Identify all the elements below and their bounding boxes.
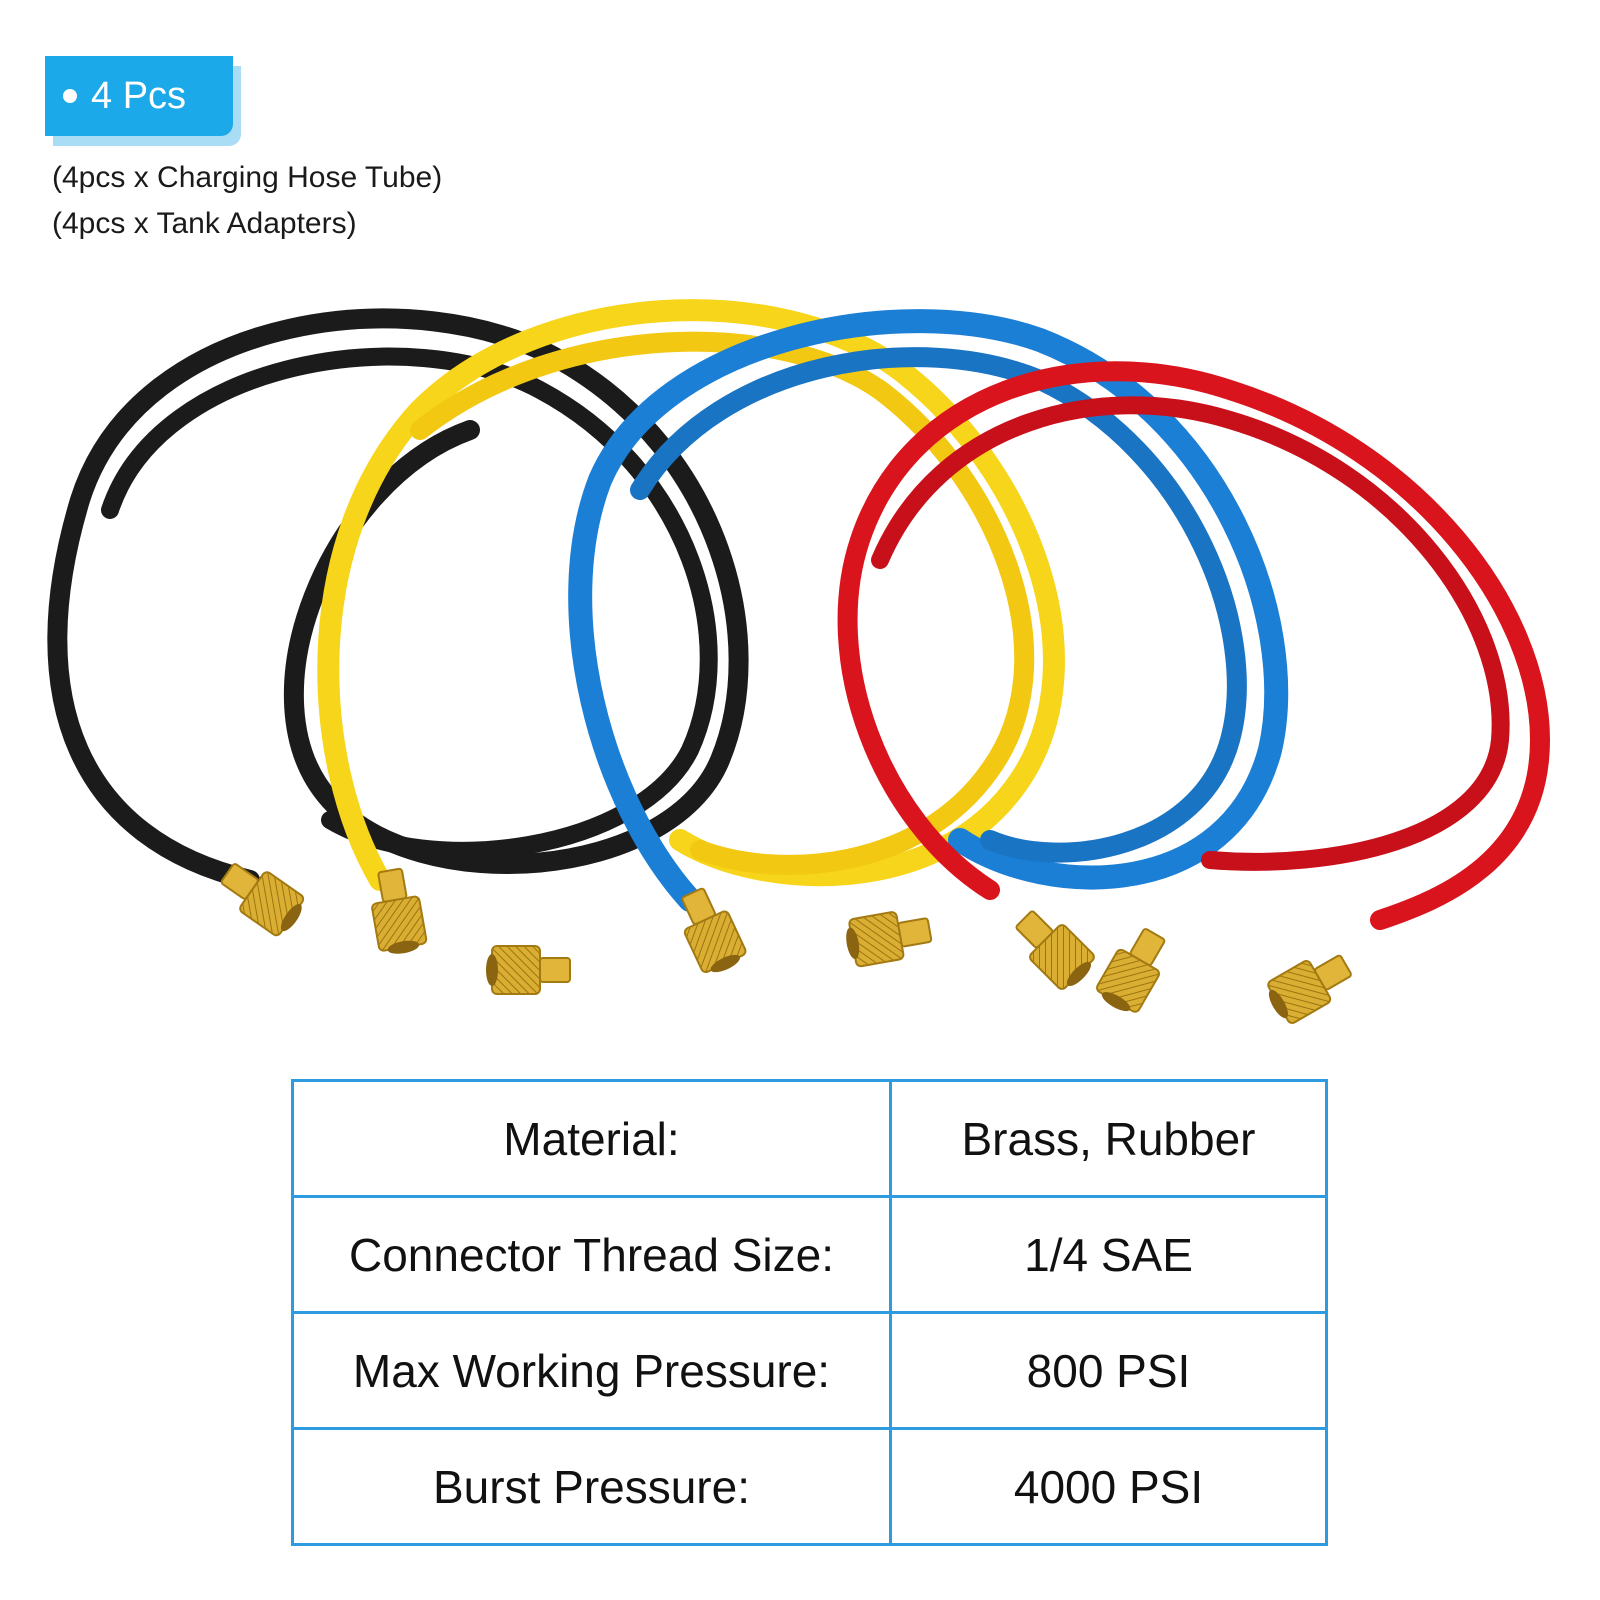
- spec-table: Material: Brass, Rubber Connector Thread…: [291, 1079, 1328, 1546]
- black-hose: [47, 308, 749, 942]
- contents-line-hoses: (4pcs x Charging Hose Tube): [52, 161, 443, 194]
- spec-label-burst-pressure: Burst Pressure:: [291, 1427, 892, 1546]
- table-row: Max Working Pressure: 800 PSI: [291, 1311, 1328, 1430]
- badge-label: 4 Pcs: [91, 74, 187, 117]
- spec-label-thread-size: Connector Thread Size:: [291, 1195, 892, 1314]
- blue-hose: [568, 309, 1289, 981]
- red-hose: [837, 361, 1551, 1029]
- contents-line-adapters: (4pcs x Tank Adapters): [52, 207, 357, 240]
- table-row: Burst Pressure: 4000 PSI: [291, 1427, 1328, 1546]
- spec-value-material: Brass, Rubber: [889, 1079, 1328, 1198]
- spec-label-max-pressure: Max Working Pressure:: [291, 1311, 892, 1430]
- spec-value-max-pressure: 800 PSI: [889, 1311, 1328, 1430]
- hose-set-product-image: [47, 299, 1551, 1029]
- bullet-dot-icon: [63, 89, 77, 103]
- badge-body: 4 Pcs: [45, 56, 233, 136]
- pcs-badge: 4 Pcs: [45, 56, 241, 146]
- table-row: Connector Thread Size: 1/4 SAE: [291, 1195, 1328, 1314]
- spec-label-material: Material:: [291, 1079, 892, 1198]
- spec-value-burst-pressure: 4000 PSI: [889, 1427, 1328, 1546]
- package-contents: (4pcs x Charging Hose Tube) (4pcs x Tank…: [52, 155, 442, 247]
- spec-value-thread-size: 1/4 SAE: [889, 1195, 1328, 1314]
- table-row: Material: Brass, Rubber: [291, 1079, 1328, 1198]
